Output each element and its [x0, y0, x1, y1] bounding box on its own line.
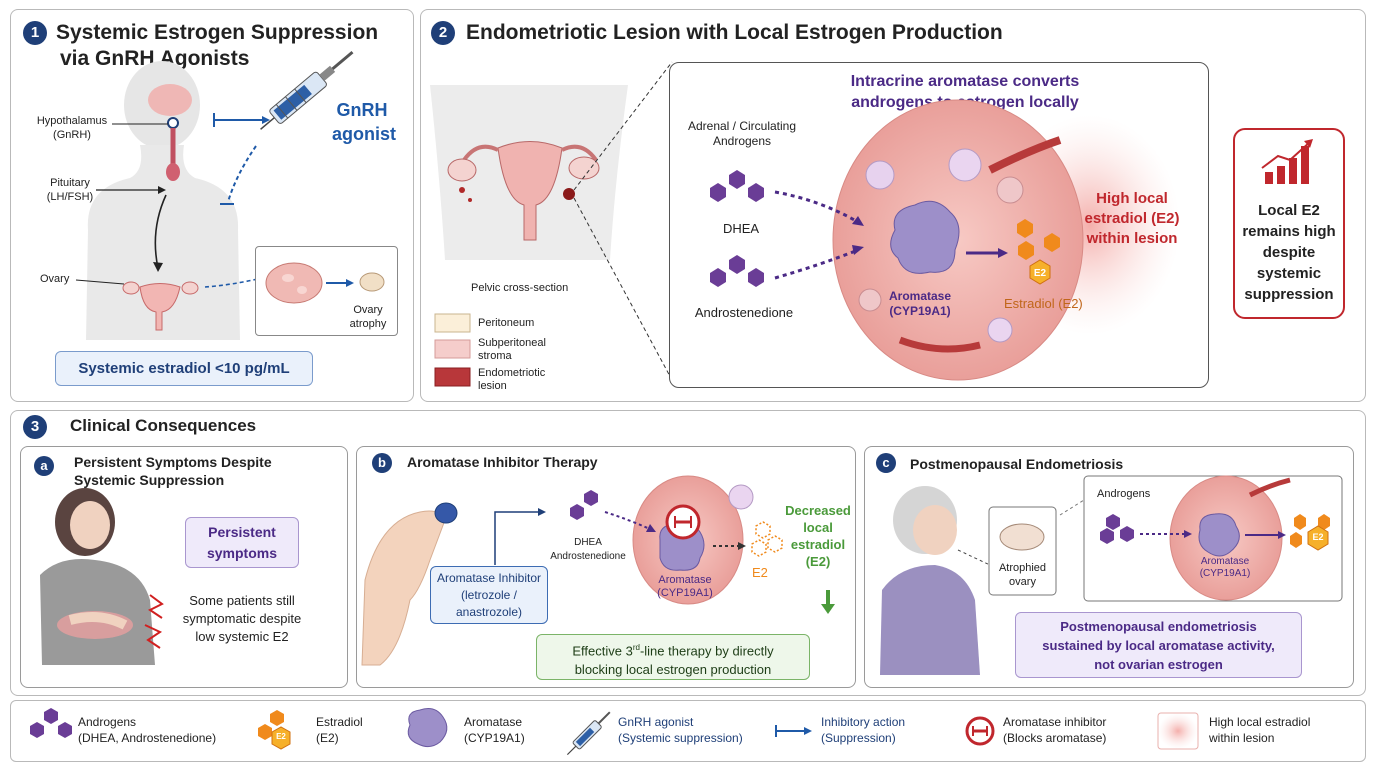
- intracrine-heading: Intracrine aromatase converts androgens …: [850, 73, 1080, 111]
- c-e2-label: E2: [1312, 532, 1324, 542]
- inhibitor-symbol-icon: [965, 716, 995, 746]
- aromatase-label: Aromatase (CYP19A1): [888, 289, 952, 318]
- decreased-estradiol-label: Decreased local estradiol (E2): [785, 503, 851, 569]
- high-local-estradiol-label: High local estradiol (E2) within lesion: [1084, 190, 1180, 247]
- subpanel-a-title: Persistent Symptoms Despite Systemic Sup…: [74, 454, 272, 488]
- effective-therapy-box: Effective 3rd-line therapy by directly b…: [536, 634, 810, 680]
- panel-1-number: 1: [23, 21, 47, 45]
- uterus-small-icon: [122, 281, 199, 331]
- peritoneum-swatch: [434, 313, 471, 333]
- pill-icon: [434, 502, 458, 524]
- estradiol-hexagons-icon: [258, 710, 291, 750]
- legend-aromatase-inhibitor: Aromatase inhibitor (Blocks aromatase): [1003, 715, 1107, 746]
- legend-e2-badge: E2: [276, 732, 286, 741]
- androgen-hexagons-icon: [30, 708, 72, 738]
- pituitary-label: Pituitary (LH/FSH): [46, 177, 94, 203]
- inhibitory-arrow-icon: [775, 725, 812, 737]
- panel-3-title: Clinical Consequences: [70, 416, 257, 435]
- gnrh-agonist-label: GnRH agonist: [332, 100, 397, 144]
- estradiol-faded-hexagons: [751, 521, 783, 557]
- legend-aromatase: Aromatase (CYP19A1): [464, 715, 525, 746]
- panel-1-title-line2: via GnRH Agonists: [60, 47, 250, 70]
- key-peritoneum: Peritoneum: [478, 317, 535, 329]
- c-androgens-label: Androgens: [1097, 488, 1151, 500]
- legend-inhibitory: Inhibitory action (Suppression): [821, 715, 906, 746]
- panel-2-title: Endometriotic Lesion with Local Estrogen…: [466, 21, 1003, 44]
- estradiol-label: Estradiol (E2): [1004, 296, 1083, 311]
- c-aromatase-label: Aromatase (CYP19A1): [1199, 556, 1251, 579]
- panel-2-number: 2: [431, 21, 455, 45]
- persistent-symptoms-box: Persistent symptoms: [185, 517, 299, 568]
- e2-hex-label: E2: [1033, 268, 1047, 279]
- decrease-arrow-icon: [821, 604, 835, 614]
- uterus-icon: [447, 141, 600, 241]
- hypothalamus-label: Hypothalamus (GnRH): [36, 115, 108, 141]
- high-estradiol-swatch-icon: [1157, 712, 1199, 750]
- panel-1-title: Systemic Estrogen Suppression via GnRH A…: [56, 20, 378, 72]
- legend-estradiol: Estradiol (E2): [316, 715, 363, 746]
- panel-3-number: 3: [23, 415, 47, 439]
- key-lesion: Endometriotic lesion: [478, 367, 546, 392]
- syringe-icon: [260, 50, 354, 130]
- aromatase-blob-icon: [890, 200, 960, 274]
- androgen-hexagons-upper: [710, 170, 764, 202]
- panel-1-title-line1: Systemic Estrogen Suppression: [56, 21, 379, 44]
- androstenedione-label: Androstenedione: [694, 305, 794, 320]
- aromatase-inhibitor-box: Aromatase Inhibitor (letrozole / anastro…: [430, 566, 548, 624]
- local-e2-text: Local E2 remains high despite systemic s…: [1242, 202, 1336, 303]
- subpanel-c-title: Postmenopausal Endometriosis: [910, 456, 1124, 472]
- lesion-swatch: [434, 367, 471, 387]
- legend-high-estradiol: High local estradiol within lesion: [1209, 715, 1311, 746]
- estradiol-hexagons: [1017, 219, 1060, 285]
- subpanel-b-title: Aromatase Inhibitor Therapy: [407, 454, 598, 470]
- aromatase-blob-icon: [407, 708, 448, 748]
- stroma-swatch: [434, 339, 471, 359]
- subpanel-b-letter: b: [372, 453, 392, 473]
- postmenopausal-box: Postmenopausal endometriosis sustained b…: [1015, 612, 1302, 678]
- subpanel-c-letter: c: [876, 453, 896, 473]
- dhea-label: DHEA: [722, 221, 760, 236]
- ovary-label: Ovary: [40, 273, 70, 285]
- legend-gnrh: GnRH agonist (Systemic suppression): [618, 715, 743, 746]
- legend-androgens: Androgens (DHEA, Androstenedione): [78, 715, 217, 746]
- b-aromatase-label: Aromatase (CYP19A1): [657, 574, 713, 599]
- hand-icon: [361, 510, 446, 666]
- pelvic-caption: Pelvic cross-section: [471, 282, 569, 294]
- adrenal-label: Adrenal / Circulating Androgens: [687, 119, 797, 148]
- persistent-symptoms-text: Some patients still symptomatic despite …: [182, 593, 302, 644]
- syringe-icon: [566, 711, 611, 756]
- key-stroma: Subperitoneal stroma: [478, 337, 546, 362]
- b-e2-label: E2: [752, 565, 768, 580]
- ovary-atrophy-label: Ovary atrophy: [349, 304, 387, 330]
- substrates-label: DHEA Androstenedione: [550, 537, 626, 562]
- androgen-hexagons-lower: [710, 255, 764, 287]
- atrophied-ovary-label: Atrophied ovary: [998, 562, 1047, 588]
- legend-bar: [10, 700, 1366, 762]
- effective-therapy-line2: blocking local estrogen production: [574, 662, 772, 678]
- subpanel-a-letter: a: [34, 456, 54, 476]
- systemic-estradiol-box: Systemic estradiol <10 pg/mL: [55, 351, 313, 386]
- effective-therapy-line1: Effective 3rd-line therapy by directly: [572, 643, 774, 659]
- pain-lightning-icon: [148, 594, 164, 619]
